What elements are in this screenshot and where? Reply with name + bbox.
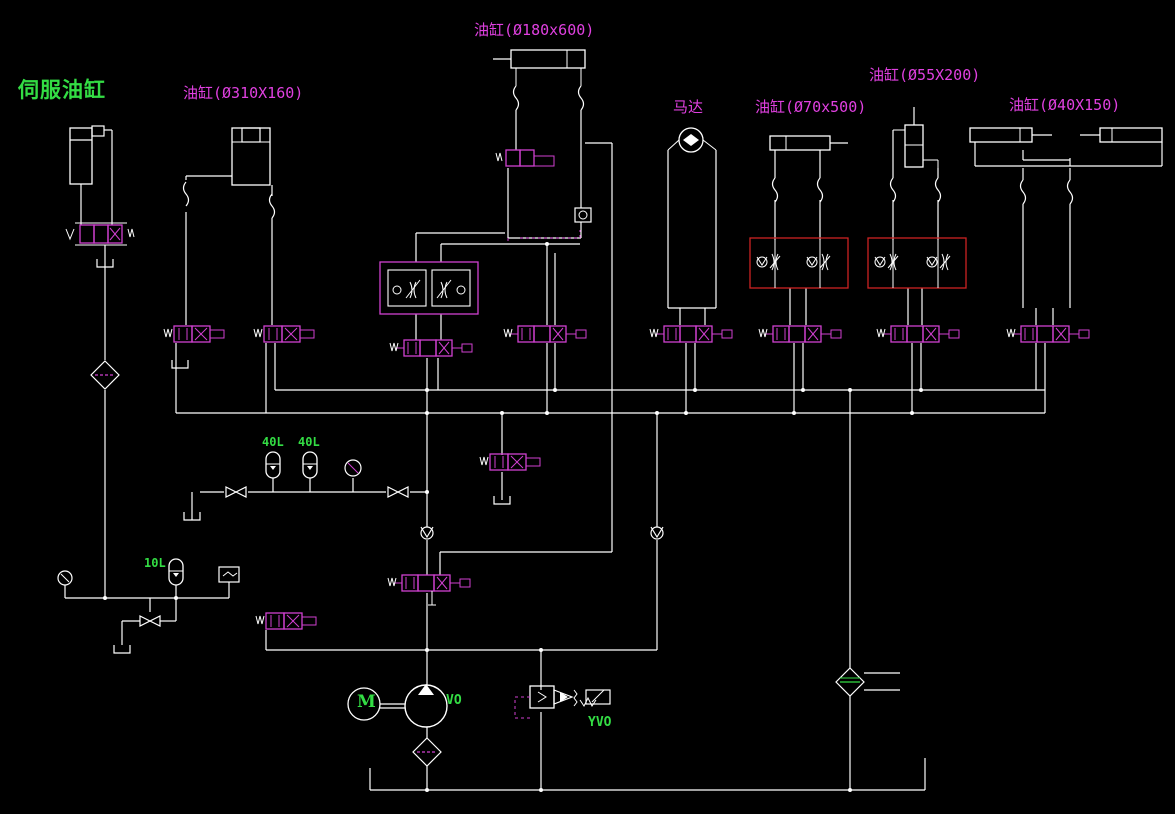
small-valve xyxy=(479,453,541,471)
valve-310-b xyxy=(253,325,315,343)
label-cylinder-180x600: 油缸(Ø180x600) xyxy=(474,21,595,39)
main-pump xyxy=(404,684,448,728)
return-filter xyxy=(90,360,120,390)
cylinder-40x150 xyxy=(969,127,1163,205)
check-180 xyxy=(574,207,592,223)
check-valve-return xyxy=(650,526,664,540)
label-cylinder-310x160: 油缸(Ø310X160) xyxy=(183,84,304,102)
cylinder-180x600 xyxy=(493,49,586,111)
junction-dots xyxy=(103,242,923,792)
label-cylinder-55x200: 油缸(Ø55X200) xyxy=(869,66,981,84)
throttle-block-70 xyxy=(749,237,849,289)
label-accumulator-40l-2: 40L xyxy=(298,435,320,449)
accumulator-10l xyxy=(168,558,184,586)
tank-310 xyxy=(171,359,189,369)
label-motor: 马达 xyxy=(673,98,704,116)
label-accumulator-10l: 10L xyxy=(144,556,166,570)
hydraulic-motor xyxy=(667,127,717,153)
accumulator-40l-2 xyxy=(302,451,318,479)
cooler-filter xyxy=(835,667,865,697)
label-cylinder-40x150: 油缸(Ø40X150) xyxy=(1009,96,1121,114)
unloading-valve xyxy=(255,612,317,630)
ball-valve-left xyxy=(139,615,161,627)
cylinder-310x160 xyxy=(182,127,276,219)
valve-310-a xyxy=(163,325,225,343)
electric-motor xyxy=(347,687,405,721)
valve-55 xyxy=(876,325,960,343)
throttle-block-55 xyxy=(867,237,967,289)
pipe-network xyxy=(64,110,1163,791)
label-motor-letter: M xyxy=(357,692,376,712)
valve-180-main xyxy=(389,339,473,357)
label-accumulator-40l-1: 40L xyxy=(262,435,284,449)
label-cylinder-70x500: 油缸(Ø70x500) xyxy=(755,98,867,116)
pressure-gauge-left xyxy=(57,570,73,586)
check-valve-center xyxy=(420,526,434,540)
tank-left xyxy=(113,644,131,654)
ball-valve-b xyxy=(387,486,409,498)
dashed-pilot-180 xyxy=(507,230,581,244)
accumulator-40l-1 xyxy=(265,451,281,479)
label-pump-tag: VO xyxy=(446,693,462,708)
valve-motor xyxy=(649,325,733,343)
cylinder-70x500 xyxy=(769,135,848,203)
suction-filter xyxy=(412,737,442,767)
pressure-gauge-mid xyxy=(344,459,362,477)
valve-180-pilot xyxy=(495,149,555,167)
pressure-switch xyxy=(218,566,240,583)
label-relief-tag: YVO xyxy=(588,715,612,730)
servo-cylinder xyxy=(69,125,105,185)
label-servo-cylinder: 伺服油缸 xyxy=(18,77,106,102)
relief-valve xyxy=(514,685,611,719)
valve-70 xyxy=(758,325,842,343)
valve-40 xyxy=(1006,325,1090,343)
cylinder-55x200 xyxy=(889,107,942,203)
ball-valve-a xyxy=(225,486,247,498)
throttle-block-180 xyxy=(379,261,479,315)
main-directional-valve xyxy=(387,574,471,606)
valve-180-second xyxy=(503,325,587,343)
servo-valve xyxy=(65,222,135,268)
